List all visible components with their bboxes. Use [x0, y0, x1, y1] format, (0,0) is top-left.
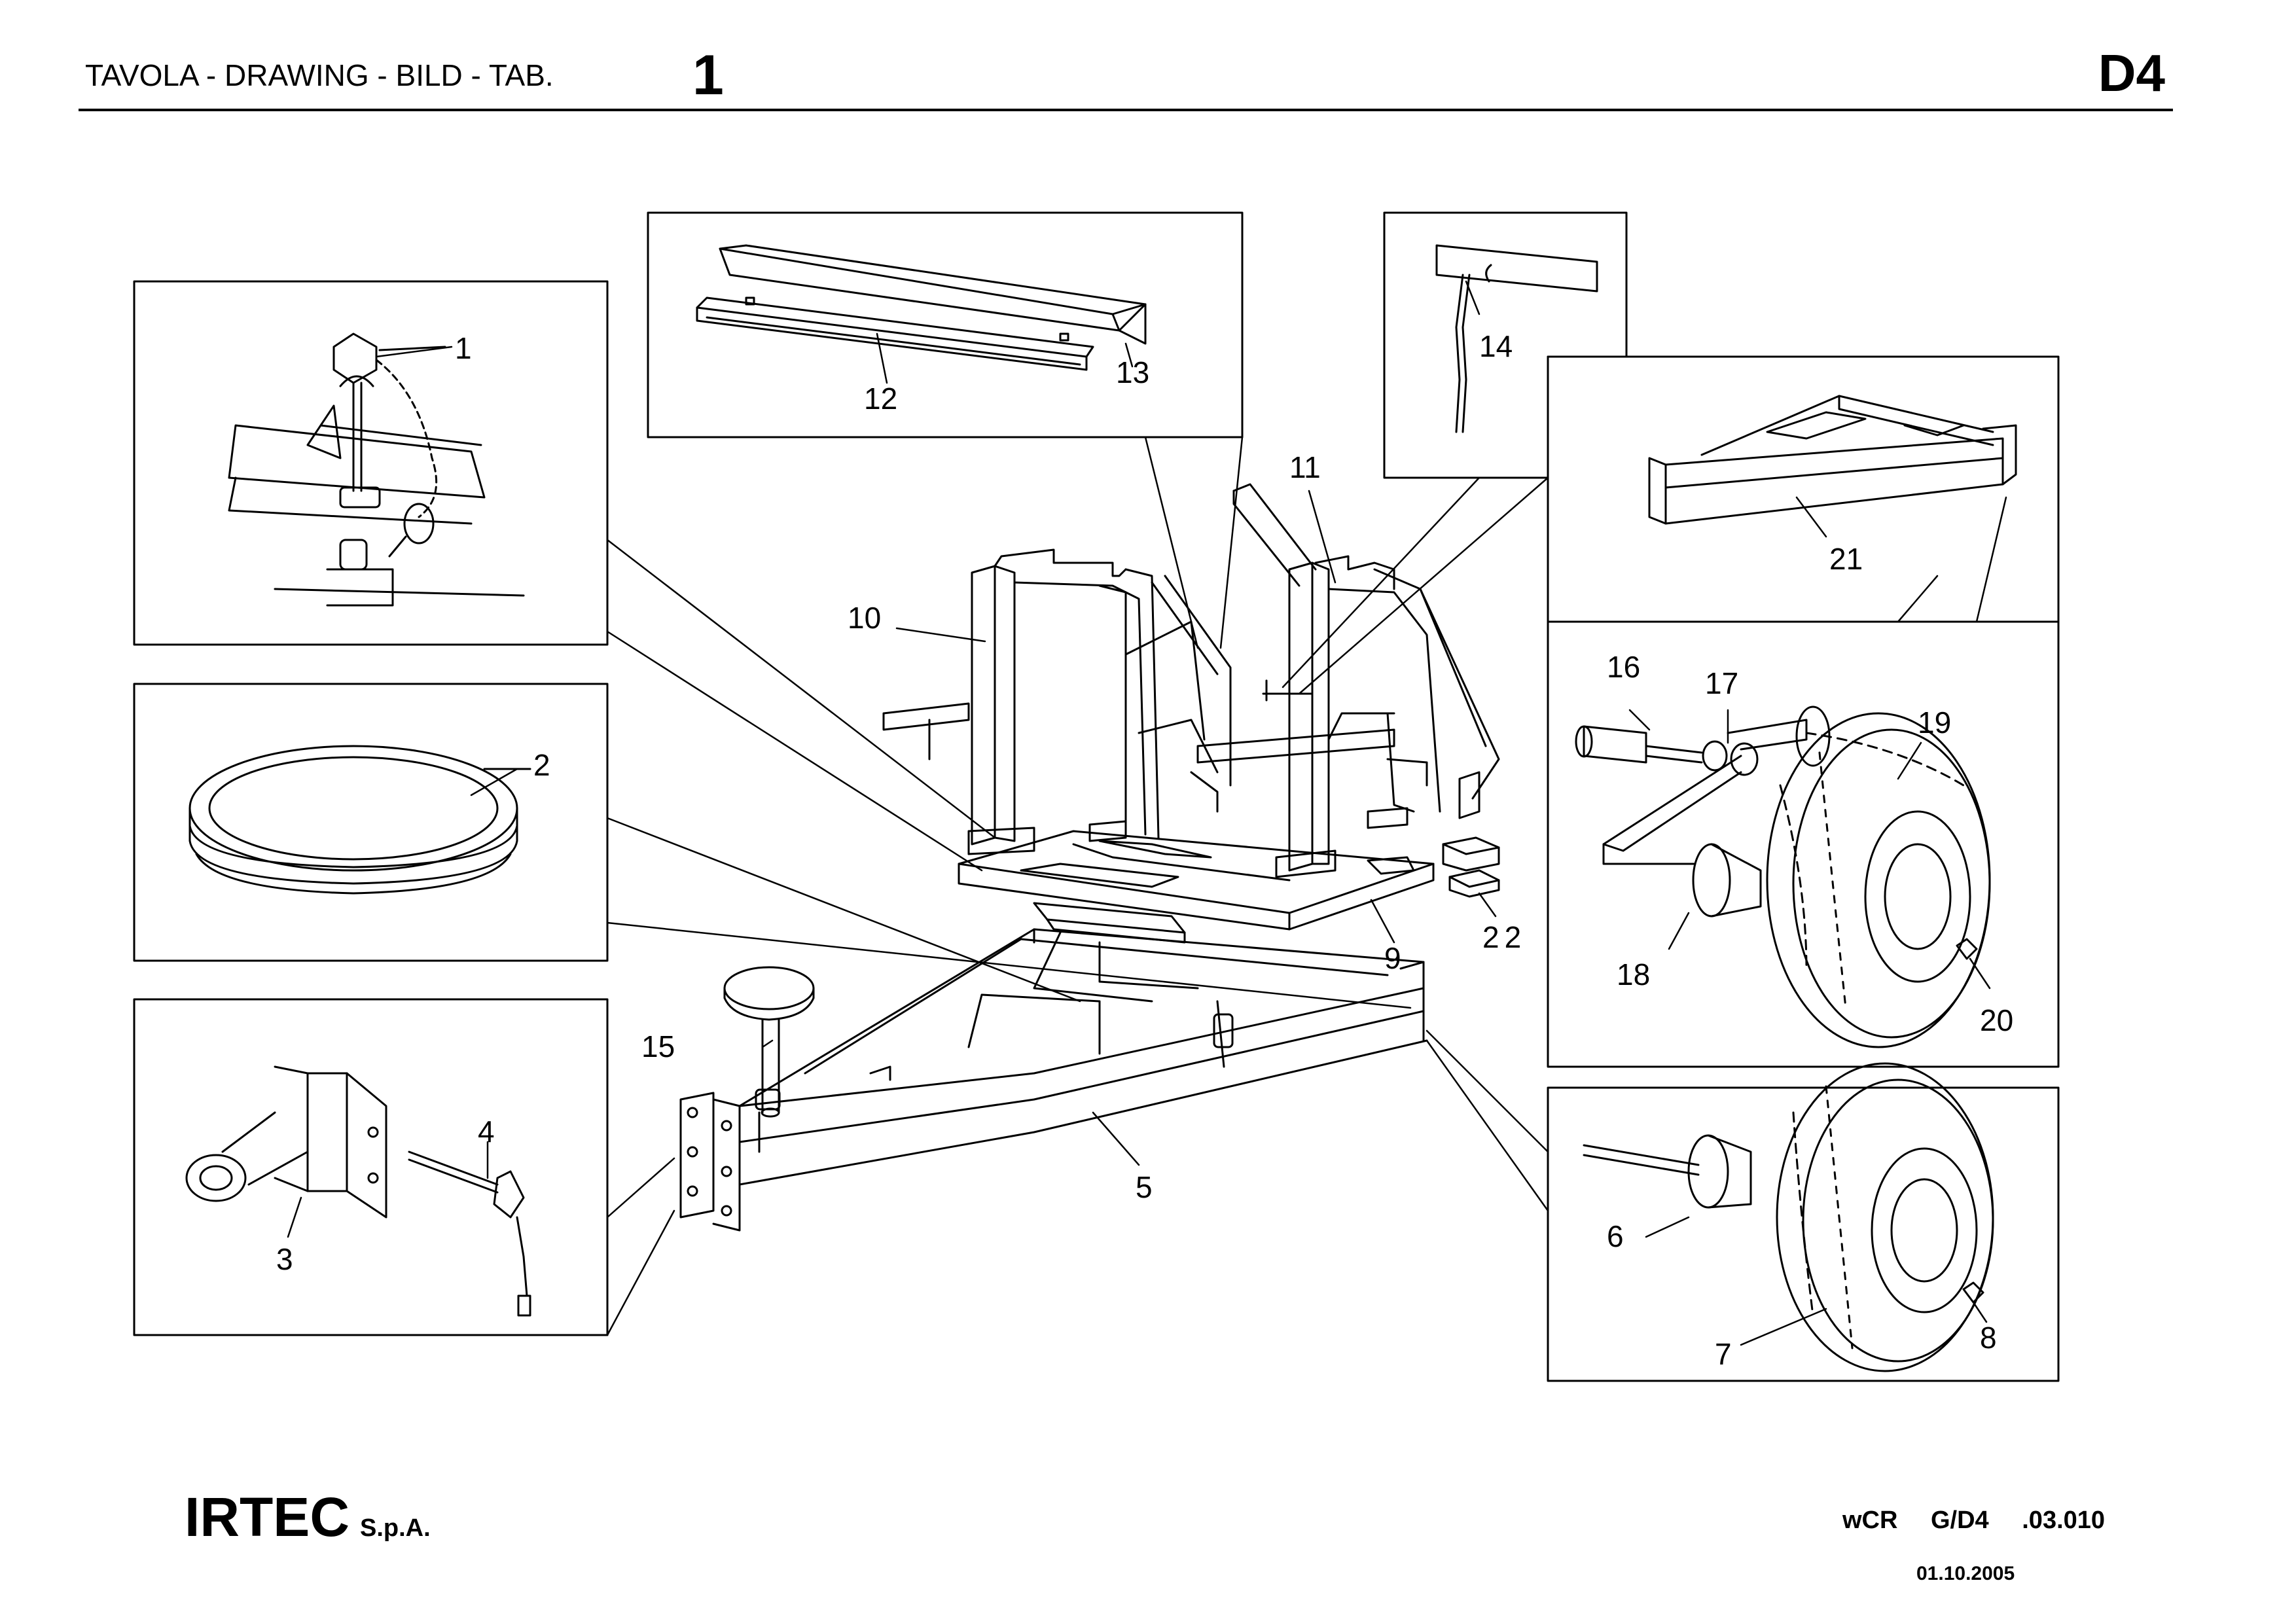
turntable-ring-drawing [188, 745, 531, 895]
lock-pin-drawing [228, 332, 525, 607]
callout-21: 21 [1829, 542, 1863, 576]
cover-plates-drawing [696, 244, 1147, 371]
callout-19: 19 [1918, 705, 1951, 740]
callout-6: 6 [1607, 1219, 1624, 1253]
connector-lock-pin-b [606, 630, 983, 872]
twin-axle-drawing [1575, 705, 1991, 1048]
connector-turntable-b [606, 921, 1412, 1009]
connector-axle-b [1426, 1039, 1549, 1212]
connector-covers-a [1144, 436, 1199, 649]
detail-box-axle-twin [1547, 620, 2060, 1068]
trailer-frame-drawing [679, 928, 1428, 1232]
cage-frame-drawing [882, 483, 1500, 878]
connector-chain-a [1282, 476, 1480, 688]
callout-10: 10 [848, 601, 881, 635]
callout-11: 11 [1289, 450, 1321, 484]
company-name: IRTEC S.p.A. [185, 1486, 431, 1549]
callout-3: 3 [276, 1242, 293, 1276]
detail-box-rear-beam [1547, 355, 2060, 623]
callout-1: 1 [455, 331, 472, 365]
callout-labels: 1 2 3 4 5 6 7 8 9 10 11 12 13 14 15 16 1… [276, 329, 2013, 1371]
base-plate-drawing [958, 830, 1435, 944]
connector-axle-a [1426, 1029, 1549, 1153]
callout-20: 20 [1980, 1003, 2013, 1037]
callout-9: 9 [1384, 941, 1401, 975]
table-number: 1 [692, 44, 724, 107]
callout-15: 15 [641, 1029, 675, 1063]
callout-7: 7 [1715, 1337, 1732, 1371]
company-label: IRTEC [185, 1486, 350, 1548]
callout-17: 17 [1705, 666, 1738, 700]
callout-8: 8 [1980, 1321, 1997, 1355]
connector-rear-beam-a [1897, 575, 1939, 623]
connector-turntable-a [606, 817, 1081, 1003]
connector-towing-eye-b [606, 1209, 675, 1336]
single-axle-drawing [1583, 1062, 1994, 1372]
connector-rear-beam-b [1975, 496, 2007, 623]
detail-box-turntable [133, 683, 609, 962]
support-leg-drawing [723, 966, 815, 1118]
connector-covers-b [1219, 436, 1244, 649]
callout-5: 5 [1136, 1170, 1153, 1204]
callout-12: 12 [864, 382, 897, 416]
detail-box-axle-single [1547, 1086, 2060, 1382]
rubber-mounts-drawing [1442, 836, 1500, 898]
towing-eye-drawing [185, 1065, 531, 1317]
connector-lock-pin [606, 539, 996, 839]
header-title: TAVOLA - DRAWING - BILD - TAB. [85, 58, 554, 92]
detail-box-towing-eye [133, 998, 609, 1336]
company-suffix: S.p.A. [360, 1514, 431, 1542]
callout-2: 2 [533, 748, 550, 782]
callout-16: 16 [1607, 650, 1640, 684]
callout-13: 13 [1116, 355, 1149, 389]
rear-beam-drawing [1648, 395, 2017, 525]
detail-box-lock-pin [133, 280, 609, 646]
connector-chain-b [1298, 476, 1549, 695]
header-rule [79, 109, 2173, 111]
chain-drawing [1435, 244, 1598, 433]
document-date: 01.10.2005 [1916, 1563, 2015, 1584]
group-code: D4 [2098, 44, 2165, 102]
document-code: wCR G/D4 .03.010 [1842, 1507, 2106, 1534]
callout-22: 22 [1482, 920, 1526, 954]
connector-towing-eye-a [606, 1157, 675, 1219]
callout-4: 4 [478, 1115, 495, 1149]
callout-18: 18 [1617, 957, 1650, 991]
callout-14: 14 [1479, 329, 1513, 363]
